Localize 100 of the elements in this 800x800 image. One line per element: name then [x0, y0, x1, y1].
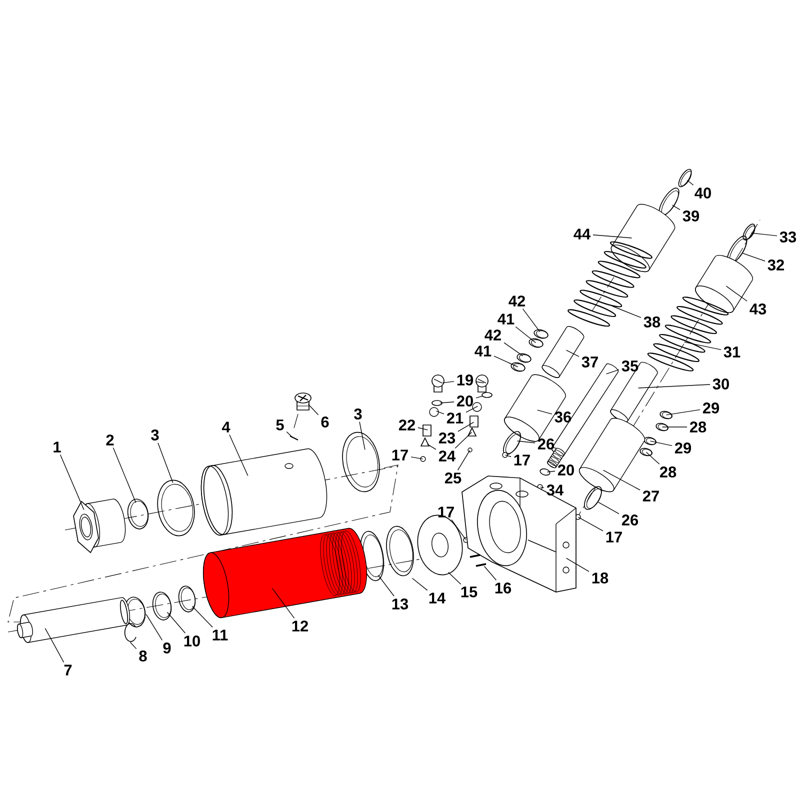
callout-number: 20	[558, 464, 574, 476]
ring	[482, 392, 492, 398]
callout-number: 1	[54, 442, 61, 452]
ring	[584, 486, 602, 510]
callout-number: 29	[702, 402, 720, 414]
leader-line	[410, 456, 424, 460]
callout-number: 8	[139, 650, 147, 662]
callout-number: 31	[724, 346, 740, 358]
callout-number: 12	[292, 620, 308, 632]
callout-number: 34	[546, 484, 564, 496]
ring	[152, 592, 172, 620]
leader-line	[504, 342, 524, 356]
leader-line	[566, 558, 590, 572]
leader-line	[192, 606, 213, 628]
callout-number: 13	[392, 598, 408, 610]
callout-number: 33	[780, 232, 796, 242]
callout-number: 35	[622, 360, 638, 372]
leader-line	[598, 502, 620, 514]
leader-line	[602, 470, 640, 490]
leader-line	[536, 410, 552, 414]
leader-line	[606, 369, 620, 374]
cylinder-part	[610, 204, 676, 272]
callout-number: 17	[438, 506, 454, 518]
leader-line	[308, 404, 319, 416]
callout-number: 27	[642, 490, 659, 502]
ring	[658, 188, 680, 216]
leader-line	[418, 427, 428, 430]
leader-line	[484, 566, 497, 580]
leader-line	[440, 402, 454, 404]
screw	[476, 374, 488, 392]
clip	[124, 623, 136, 642]
leader-line	[646, 452, 660, 464]
leader-line	[166, 612, 186, 634]
ball	[472, 402, 482, 412]
ring	[678, 168, 692, 188]
leader-line	[426, 444, 436, 450]
ball	[429, 407, 439, 417]
callout-number: 41	[474, 346, 492, 356]
leader-line	[566, 350, 580, 357]
leader-line	[666, 409, 700, 416]
callout-number: 43	[750, 304, 766, 314]
callout-number: 40	[694, 188, 711, 198]
ring	[432, 400, 442, 406]
screw	[432, 374, 444, 392]
callout-number: 20	[456, 396, 473, 406]
leader-line	[442, 381, 454, 384]
callout-number: 7	[64, 664, 72, 676]
leader-line	[516, 440, 536, 444]
ring	[528, 338, 544, 348]
callout-number: 4	[222, 422, 230, 432]
ring	[644, 436, 656, 446]
small-sleeve	[470, 416, 478, 428]
callout-number: 16	[495, 582, 512, 594]
leader-line	[686, 180, 694, 186]
leader-line	[546, 470, 556, 472]
cylinder-part	[610, 362, 658, 422]
ring	[178, 586, 196, 612]
leader-line	[229, 434, 248, 476]
leader-line	[522, 308, 540, 332]
callout-number: 26	[538, 438, 554, 450]
callout-number: 22	[398, 420, 415, 430]
leader-line	[286, 431, 294, 438]
callout-number: 17	[392, 450, 408, 460]
callout-number: 15	[461, 586, 478, 598]
callout-number: 19	[457, 374, 474, 386]
leader-line	[592, 234, 632, 238]
callout-number: 21	[446, 412, 464, 424]
callout-number: 38	[644, 316, 660, 328]
piston-rod	[17, 597, 130, 643]
leader-line	[650, 440, 672, 446]
leader-line	[457, 450, 470, 470]
ring	[386, 526, 414, 576]
screw	[294, 392, 312, 410]
ring	[742, 224, 756, 240]
spring	[469, 554, 487, 567]
ring	[516, 353, 532, 363]
callout-number: 26	[622, 514, 638, 526]
leader-line	[662, 426, 688, 428]
leader-line	[684, 342, 722, 350]
leader-line	[612, 306, 642, 318]
small-sleeve	[422, 424, 432, 436]
leader-line	[540, 486, 544, 488]
leader-line	[44, 628, 64, 663]
leader-line	[451, 519, 466, 540]
ring	[640, 448, 652, 456]
callout-number: 42	[484, 330, 501, 340]
ring	[342, 432, 380, 492]
callout-number: 17	[514, 454, 530, 466]
leader-line	[272, 588, 295, 619]
callout-number: 44	[574, 228, 591, 240]
nut	[73, 498, 126, 554]
ring	[540, 468, 550, 476]
callout-number: 30	[712, 378, 729, 390]
callout-number: 25	[444, 472, 462, 484]
leader-line	[476, 381, 484, 384]
leader-line	[130, 642, 137, 650]
cylinder-part	[578, 418, 646, 492]
leader-line	[672, 204, 680, 210]
callout-number: 32	[768, 260, 784, 270]
leader-line	[112, 447, 136, 504]
